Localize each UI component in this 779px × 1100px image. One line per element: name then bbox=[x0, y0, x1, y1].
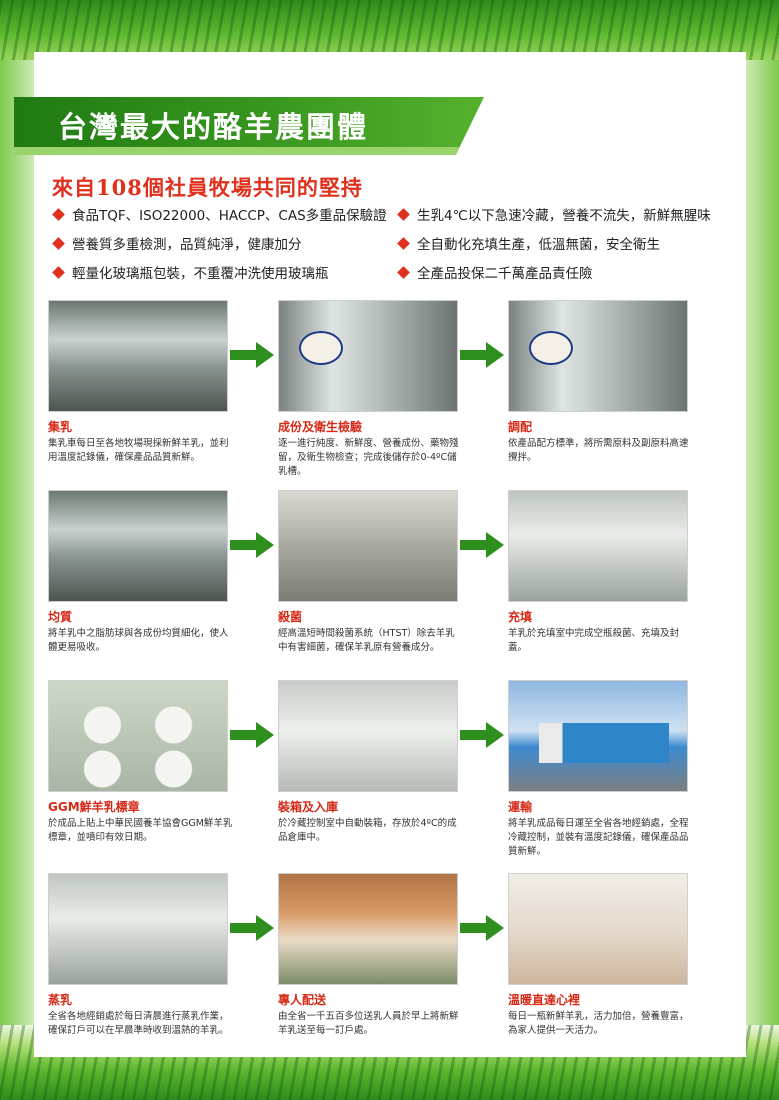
process-step: 集乳 集乳車每日至各地牧場現採新鮮羊乳，並利用溫度記錄儀，確保產品品質新鮮。 bbox=[48, 300, 278, 490]
grass-right-decoration bbox=[741, 60, 779, 1050]
homogenizer-photo bbox=[48, 490, 228, 602]
feature-text: 全自動化充填生產，低溫無菌，安全衛生 bbox=[417, 237, 660, 253]
arrow-right-icon bbox=[230, 915, 274, 941]
arrow-right-icon bbox=[460, 915, 504, 941]
arrow-right-icon bbox=[460, 722, 504, 748]
process-step: 專人配送 由全省一千五百多位送乳人員於早上將新鮮羊乳送至每一訂戶處。 bbox=[278, 873, 508, 1063]
step-title: 溫暖直達心裡 bbox=[508, 993, 581, 1007]
diamond-bullet-icon bbox=[397, 237, 410, 250]
step-title: 調配 bbox=[508, 420, 533, 434]
step-description: 於成品上貼上中華民國養羊協會GGM鮮羊乳標章，並噴印有效日期。 bbox=[48, 818, 233, 843]
step-description: 集乳車每日至各地牧場現採新鮮羊乳，並利用溫度記錄儀，確保產品品質新鮮。 bbox=[48, 438, 229, 463]
labeled-cups-photo bbox=[48, 680, 228, 792]
feature-text: 營養質多重檢測，品質純淨，健康加分 bbox=[72, 237, 302, 253]
milk-tanker-photo bbox=[48, 300, 228, 412]
process-step: GGM鮮羊乳標章 於成品上貼上中華民國養羊協會GGM鮮羊乳標章，並噴印有效日期。 bbox=[48, 680, 278, 873]
steaming-cabinets-photo bbox=[48, 873, 228, 985]
diamond-bullet-icon bbox=[397, 208, 410, 221]
feature-text: 食品TQF、ISO22000、HACCP、CAS多重品保驗證 bbox=[72, 208, 387, 224]
step-title: 運輸 bbox=[508, 800, 533, 814]
process-steps-grid: 集乳 集乳車每日至各地牧場現採新鮮羊乳，並利用溫度記錄儀，確保產品品質新鮮。 成… bbox=[48, 300, 738, 1063]
process-step: 殺菌 經高溫短時間殺菌系統（HTST）除去羊乳中有害細菌，確保羊乳原有營養成分。 bbox=[278, 490, 508, 680]
process-step: 調配 依產品配方標準，將所需原料及副原料高速攪拌。 bbox=[508, 300, 738, 490]
step-description: 將羊乳中之脂肪球與各成份均質細化，使人體更易吸收。 bbox=[48, 628, 229, 653]
step-description: 依產品配方標準，將所需原料及副原料高速攪拌。 bbox=[508, 438, 689, 463]
process-step: 運輸 將羊乳成品每日運至全省各地經銷處，全程冷藏控制，並裝有溫度記錄儀，確保產品… bbox=[508, 680, 738, 873]
page-subtitle: 來自108個社員牧場共同的堅持 bbox=[52, 175, 363, 200]
step-title: 殺菌 bbox=[278, 610, 303, 624]
step-title: 成份及衛生檢驗 bbox=[278, 420, 363, 434]
step-description: 將羊乳成品每日運至全省各地經銷處，全程冷藏控制，並裝有溫度記錄儀，確保產品品質新… bbox=[508, 818, 689, 857]
step-description: 經高溫短時間殺菌系統（HTST）除去羊乳中有害細菌，確保羊乳原有營養成分。 bbox=[278, 628, 455, 653]
page-title: 台灣最大的酪羊農團體 bbox=[58, 110, 369, 144]
process-step: 溫暖直達心裡 每日一瓶新鮮羊乳，活力加倍，營養豐富，為家人提供一天活力。 bbox=[508, 873, 738, 1063]
feature-list: 食品TQF、ISO22000、HACCP、CAS多重品保驗證 生乳4℃以下急速冷… bbox=[50, 206, 750, 285]
filling-line-photo bbox=[508, 490, 688, 602]
packing-room-photo bbox=[278, 680, 458, 792]
feature-item: 營養質多重檢測，品質純淨，健康加分 bbox=[50, 235, 395, 256]
step-title: 專人配送 bbox=[278, 993, 327, 1007]
feature-text: 全產品投保二千萬產品責任險 bbox=[417, 266, 593, 282]
step-title: 均質 bbox=[48, 610, 73, 624]
feature-item: 生乳4℃以下急速冷藏，營養不流失，新鮮無腥味 bbox=[395, 206, 740, 227]
step-title: 裝箱及入庫 bbox=[278, 800, 339, 814]
step-description: 於冷藏控制室中自動裝箱，存放於4ºC的成品倉庫中。 bbox=[278, 818, 457, 843]
family-drinking-photo bbox=[508, 873, 688, 985]
feature-item: 全自動化充填生產，低溫無菌，安全衛生 bbox=[395, 235, 740, 256]
step-description: 由全省一千五百多位送乳人員於早上將新鮮羊乳送至每一訂戶處。 bbox=[278, 1011, 459, 1036]
step-description: 每日一瓶新鮮羊乳，活力加倍，營養豐富，為家人提供一天活力。 bbox=[508, 1011, 689, 1036]
home-delivery-photo bbox=[278, 873, 458, 985]
grass-left-decoration bbox=[0, 60, 38, 1050]
step-description: 全省各地經銷處於每日清晨進行蒸乳作業，確保訂戶可以在早晨準時收到溫熱的羊乳。 bbox=[48, 1011, 229, 1036]
diamond-bullet-icon bbox=[52, 208, 65, 221]
process-step: 充填 羊乳於充填室中完成空瓶殺菌、充填及封蓋。 bbox=[508, 490, 738, 680]
step-title: GGM鮮羊乳標章 bbox=[48, 800, 140, 814]
step-title: 蒸乳 bbox=[48, 993, 73, 1007]
process-step: 蒸乳 全省各地經銷處於每日清晨進行蒸乳作業，確保訂戶可以在早晨準時收到溫熱的羊乳… bbox=[48, 873, 278, 1063]
feature-item: 食品TQF、ISO22000、HACCP、CAS多重品保驗證 bbox=[50, 206, 395, 227]
diamond-bullet-icon bbox=[397, 266, 410, 279]
arrow-right-icon bbox=[230, 342, 274, 368]
arrow-right-icon bbox=[460, 532, 504, 558]
delivery-trucks-photo bbox=[508, 680, 688, 792]
process-step: 裝箱及入庫 於冷藏控制室中自動裝箱，存放於4ºC的成品倉庫中。 bbox=[278, 680, 508, 873]
storage-tank-photo bbox=[278, 300, 458, 412]
diamond-bullet-icon bbox=[52, 237, 65, 250]
step-description: 羊乳於充填室中完成空瓶殺菌、充填及封蓋。 bbox=[508, 628, 680, 653]
feature-text: 生乳4℃以下急速冷藏，營養不流失，新鮮無腥味 bbox=[417, 208, 711, 224]
process-step: 成份及衛生檢驗 逐一進行純度、新鮮度、營養成份、藥物殘留，及衛生物檢查；完成後儲… bbox=[278, 300, 508, 490]
feature-item: 全產品投保二千萬產品責任險 bbox=[395, 264, 740, 285]
arrow-right-icon bbox=[230, 722, 274, 748]
arrow-right-icon bbox=[460, 342, 504, 368]
feature-text: 輕量化玻璃瓶包裝，不重覆冲洗使用玻璃瓶 bbox=[72, 266, 329, 282]
mixing-tanks-photo bbox=[508, 300, 688, 412]
step-title: 集乳 bbox=[48, 420, 73, 434]
arrow-right-icon bbox=[230, 532, 274, 558]
diamond-bullet-icon bbox=[52, 266, 65, 279]
sterilizer-photo bbox=[278, 490, 458, 602]
step-description: 逐一進行純度、新鮮度、營養成份、藥物殘留，及衛生物檢查；完成後儲存於0-4ºC儲… bbox=[278, 438, 459, 477]
step-title: 充填 bbox=[508, 610, 533, 624]
title-banner bbox=[14, 97, 484, 155]
process-step: 均質 將羊乳中之脂肪球與各成份均質細化，使人體更易吸收。 bbox=[48, 490, 278, 680]
feature-item: 輕量化玻璃瓶包裝，不重覆冲洗使用玻璃瓶 bbox=[50, 264, 395, 285]
